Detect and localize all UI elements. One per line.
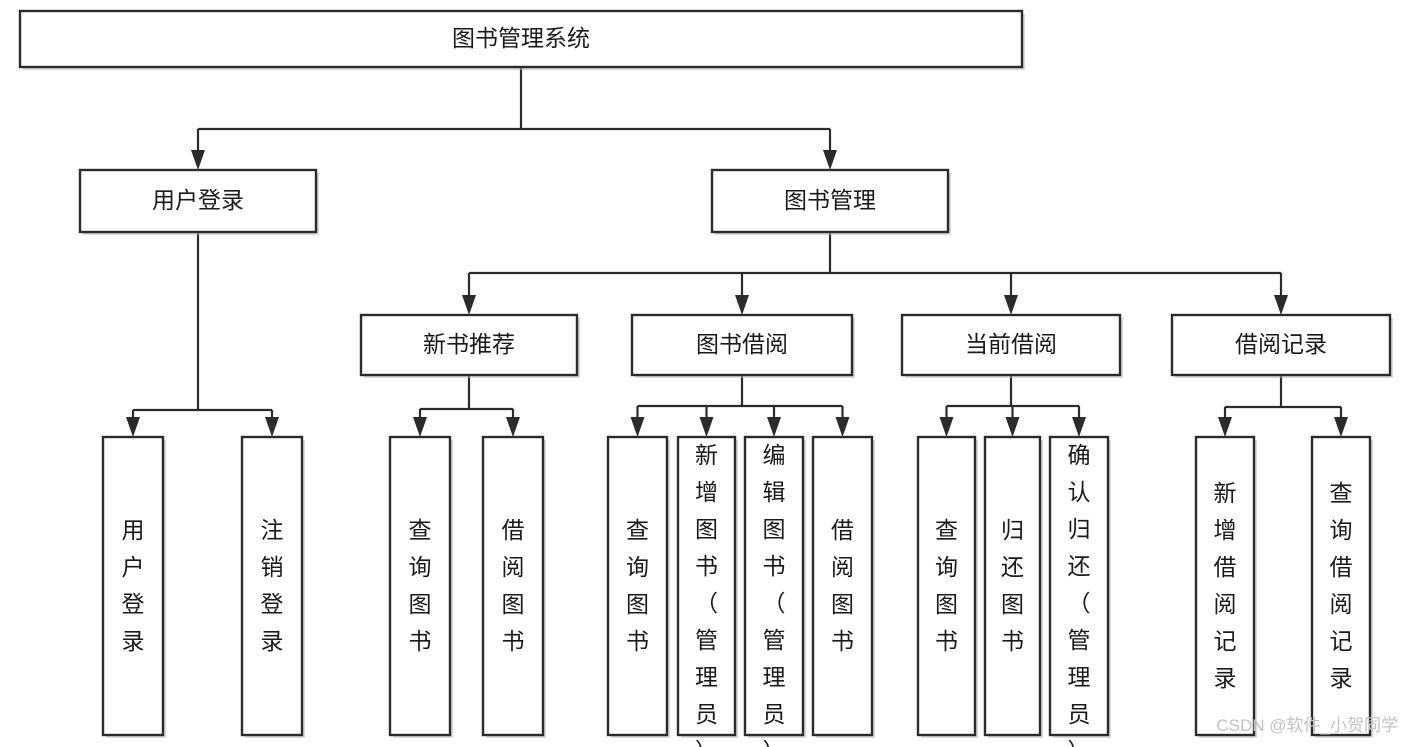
- arrow-user-login-to-leaf-logout: [265, 417, 279, 437]
- arrow-new-book-recommend-to-leaf-borrow-book-1: [506, 417, 520, 437]
- node-book-borrow[interactable]: 图书借阅: [630, 313, 855, 378]
- node-new-book-recommend[interactable]: 新书推荐: [359, 313, 580, 378]
- node-label-leaf-return-book: 归还图书: [1001, 517, 1024, 654]
- node-label-borrow-record: 借阅记录: [1235, 331, 1327, 357]
- node-leaf-user-login[interactable]: 用户登录: [101, 435, 166, 738]
- arrow-borrow-record-to-leaf-query-borrow-record: [1334, 417, 1348, 437]
- arrow-root-to-user-login: [191, 150, 205, 170]
- arrow-book-borrow-to-leaf-add-book-admin: [699, 417, 714, 437]
- node-box-leaf-edit-book-admin[interactable]: [743, 435, 805, 737]
- node-box-leaf-confirm-return-admin[interactable]: [1048, 435, 1110, 737]
- arrow-current-borrow-to-leaf-query-book-3: [939, 417, 954, 437]
- node-box-book-manage[interactable]: [710, 168, 950, 234]
- node-box-leaf-logout[interactable]: [240, 435, 304, 737]
- node-label-leaf-query-book-2: 查询图书: [626, 517, 649, 654]
- node-label-current-borrow: 当前借阅: [965, 331, 1057, 357]
- node-leaf-return-book[interactable]: 归还图书: [983, 435, 1043, 738]
- arrow-book-manage-to-new-book-recommend: [462, 295, 476, 315]
- node-label-leaf-logout: 注销登录: [261, 517, 284, 654]
- node-borrow-record[interactable]: 借阅记录: [1170, 313, 1393, 378]
- node-leaf-borrow-book-1[interactable]: 借阅图书: [481, 435, 546, 738]
- arrow-borrow-record-to-leaf-add-borrow-record: [1218, 417, 1232, 437]
- node-label-leaf-query-book-1: 查询图书: [409, 517, 432, 654]
- node-label-leaf-edit-book-admin: 编辑图书（管理员）: [763, 442, 786, 747]
- node-box-leaf-borrow-book-1[interactable]: [481, 435, 545, 737]
- node-leaf-query-book-1[interactable]: 查询图书: [388, 435, 453, 738]
- node-label-new-book-recommend: 新书推荐: [423, 331, 515, 357]
- arrow-book-borrow-to-leaf-edit-book-admin: [767, 417, 781, 437]
- arrow-book-borrow-to-leaf-query-book-2: [630, 417, 645, 437]
- arrow-root-to-book-manage: [823, 150, 837, 170]
- edges-layer: [126, 67, 1348, 437]
- node-leaf-query-book-3[interactable]: 查询图书: [916, 435, 978, 738]
- node-leaf-query-book-2[interactable]: 查询图书: [606, 435, 670, 738]
- arrow-book-manage-to-current-borrow: [1004, 295, 1018, 315]
- node-leaf-edit-book-admin[interactable]: 编辑图书（管理员）: [743, 435, 806, 747]
- arrow-book-manage-to-book-borrow: [735, 295, 749, 315]
- node-user-login[interactable]: 用户登录: [78, 168, 319, 235]
- node-leaf-query-borrow-record[interactable]: 查询借阅记录: [1310, 435, 1373, 738]
- node-label-leaf-borrow-book-1: 借阅图书: [502, 517, 525, 654]
- node-label-leaf-add-book-admin: 新增图书（管理员）: [695, 442, 718, 747]
- arrow-user-login-to-leaf-user-login: [126, 417, 140, 437]
- node-box-leaf-query-book-3[interactable]: [916, 435, 977, 737]
- node-box-leaf-user-login[interactable]: [101, 435, 165, 737]
- node-box-leaf-add-book-admin[interactable]: [676, 435, 737, 737]
- arrow-current-borrow-to-leaf-confirm-return-admin: [1072, 417, 1086, 437]
- node-box-leaf-query-book-2[interactable]: [606, 435, 669, 737]
- csdn-watermark: CSDN @软件_小贺同学: [1216, 716, 1398, 735]
- node-box-borrow-record[interactable]: [1170, 313, 1392, 377]
- node-root[interactable]: 图书管理系统: [18, 9, 1025, 70]
- arrow-current-borrow-to-leaf-return-book: [1005, 417, 1020, 437]
- node-label-book-manage: 图书管理: [784, 187, 876, 213]
- arrow-book-manage-to-borrow-record: [1274, 295, 1288, 315]
- node-box-book-borrow[interactable]: [630, 313, 854, 377]
- node-book-manage[interactable]: 图书管理: [710, 168, 951, 235]
- node-leaf-confirm-return-admin[interactable]: 确认归还（管理员）: [1048, 435, 1111, 747]
- node-current-borrow[interactable]: 当前借阅: [900, 313, 1123, 378]
- node-label-leaf-borrow-book-2: 借阅图书: [831, 517, 854, 654]
- arrow-book-borrow-to-leaf-borrow-book-2: [835, 417, 850, 437]
- node-box-leaf-return-book[interactable]: [983, 435, 1042, 737]
- node-label-user-login: 用户登录: [152, 187, 244, 213]
- node-box-new-book-recommend[interactable]: [359, 313, 579, 377]
- node-box-leaf-borrow-book-2[interactable]: [811, 435, 874, 737]
- nodes-layer: 图书管理系统用户登录图书管理新书推荐图书借阅当前借阅借阅记录用户登录注销登录查询…: [18, 9, 1393, 747]
- node-label-root: 图书管理系统: [452, 25, 590, 51]
- node-label-leaf-user-login: 用户登录: [122, 517, 145, 654]
- node-leaf-add-book-admin[interactable]: 新增图书（管理员）: [676, 435, 738, 747]
- node-box-leaf-add-borrow-record[interactable]: [1194, 435, 1256, 737]
- node-leaf-logout[interactable]: 注销登录: [240, 435, 305, 738]
- node-label-leaf-query-book-3: 查询图书: [935, 517, 958, 654]
- node-box-leaf-query-borrow-record[interactable]: [1310, 435, 1372, 737]
- node-label-leaf-query-borrow-record: 查询借阅记录: [1330, 480, 1353, 691]
- node-label-leaf-confirm-return-admin: 确认归还（管理员）: [1068, 442, 1091, 747]
- arrow-new-book-recommend-to-leaf-query-book-1: [413, 417, 427, 437]
- node-box-leaf-query-book-1[interactable]: [388, 435, 452, 737]
- node-box-root[interactable]: [18, 9, 1024, 69]
- node-leaf-add-borrow-record[interactable]: 新增借阅记录: [1194, 435, 1257, 738]
- node-box-current-borrow[interactable]: [900, 313, 1122, 377]
- node-box-user-login[interactable]: [78, 168, 318, 234]
- node-leaf-borrow-book-2[interactable]: 借阅图书: [811, 435, 875, 738]
- node-label-book-borrow: 图书借阅: [696, 331, 788, 357]
- node-label-leaf-add-borrow-record: 新增借阅记录: [1214, 480, 1237, 691]
